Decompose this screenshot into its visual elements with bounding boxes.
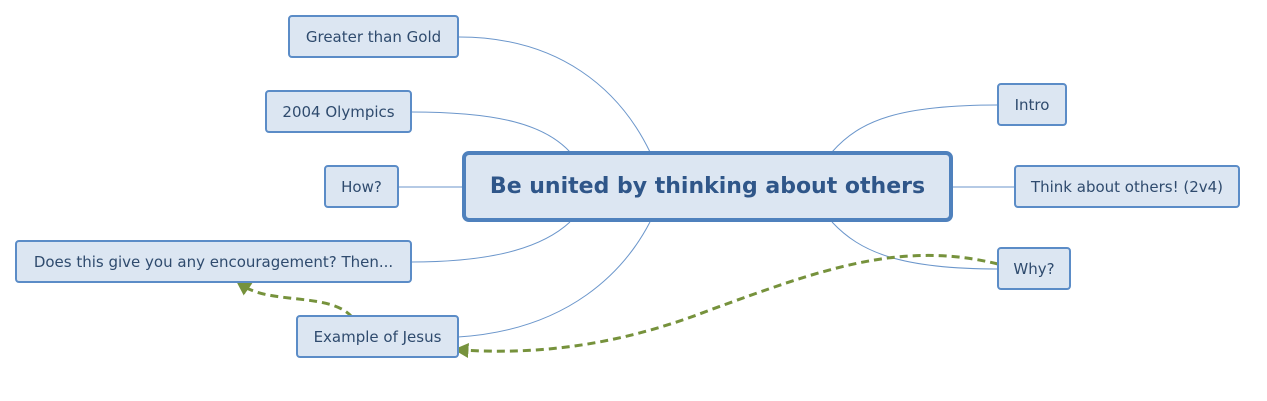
topic-greater-than-gold[interactable]: Greater than Gold	[288, 15, 459, 58]
connector-encouragement	[410, 221, 571, 263]
connector-2004-olympics	[410, 111, 571, 153]
connector-why	[831, 221, 999, 270]
topic-why[interactable]: Why?	[997, 247, 1071, 290]
topic-think-about-others[interactable]: Think about others! (2v4)	[1014, 165, 1240, 208]
topic-2004-olympics[interactable]: 2004 Olympics	[265, 90, 412, 133]
topic-intro[interactable]: Intro	[997, 83, 1067, 126]
topic-example-of-jesus[interactable]: Example of Jesus	[296, 315, 459, 358]
topic-encouragement[interactable]: Does this give you any encouragement? Th…	[15, 240, 412, 283]
connector-greater-than-gold	[458, 36, 651, 153]
relationship-arrow-why-to-example	[453, 254, 999, 358]
relationship-arrow-example-to-encouragement	[235, 280, 354, 319]
connector-example-of-jesus	[457, 221, 651, 338]
connector-intro	[831, 104, 999, 153]
topic-how[interactable]: How?	[324, 165, 399, 208]
central-topic[interactable]: Be united by thinking about others	[462, 151, 953, 222]
